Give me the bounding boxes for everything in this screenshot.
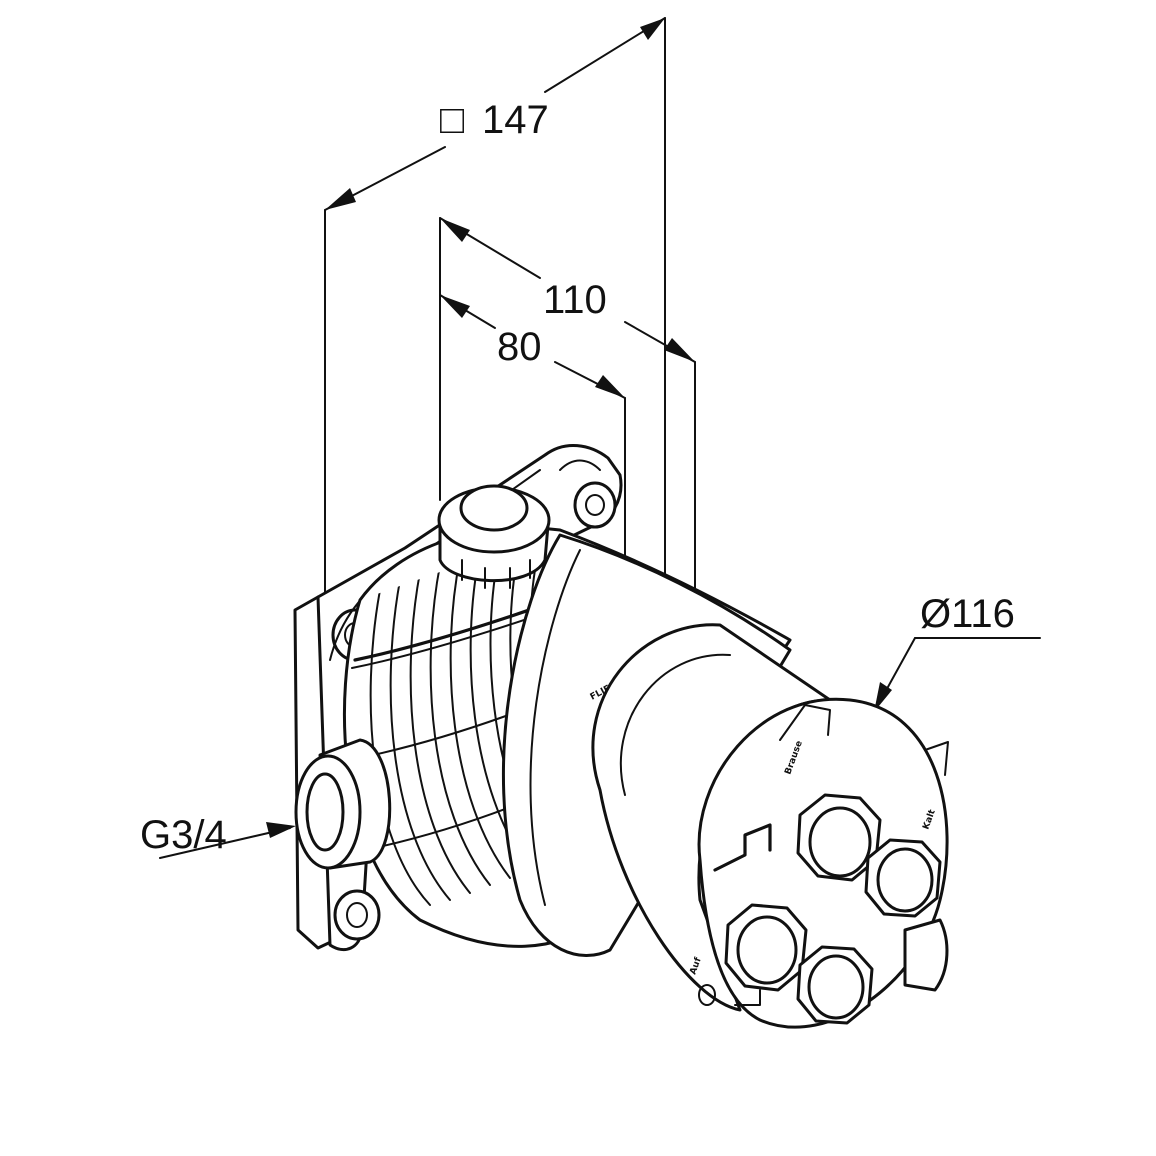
dim-thread-arrow (266, 822, 296, 838)
dim-thread-label: G3/4 (140, 813, 227, 857)
dim-147-arrow-right (640, 18, 665, 40)
dim-diameter-arrow (874, 682, 892, 712)
dim-diameter-label: Ø116 (920, 592, 1015, 636)
side-connector (294, 738, 392, 870)
side-port (305, 772, 345, 852)
front-cap: Brause Auf Kalt (591, 623, 949, 1029)
dim-147-arrow-left (325, 188, 356, 210)
hex-fitting-1 (796, 793, 882, 882)
top-connector (437, 484, 551, 589)
hex-fitting-2 (864, 838, 942, 918)
top-port (459, 484, 529, 532)
square-symbol: □ (440, 98, 464, 142)
dimension-labels: □ 147 110 80 Ø116 G3/4 (140, 98, 1015, 857)
hex-fitting-3 (724, 903, 808, 992)
dim-110-arrow-left (440, 218, 470, 242)
front-marker (698, 984, 716, 1006)
hex-fitting-4 (796, 945, 874, 1025)
dim-80-arrow-right (595, 375, 625, 398)
mounting-hole-top-right (573, 481, 617, 529)
dim-80-label: 80 (497, 325, 542, 369)
dim-110-arrow-right (664, 338, 695, 362)
dim-thread-leader (159, 827, 291, 859)
dim-110-label: 110 (543, 278, 607, 322)
dim-80-arrow-left (440, 295, 470, 318)
front-spigot (903, 918, 949, 992)
dim-147-label: 147 (482, 98, 549, 142)
mounting-hole-bottom-left (333, 889, 381, 941)
